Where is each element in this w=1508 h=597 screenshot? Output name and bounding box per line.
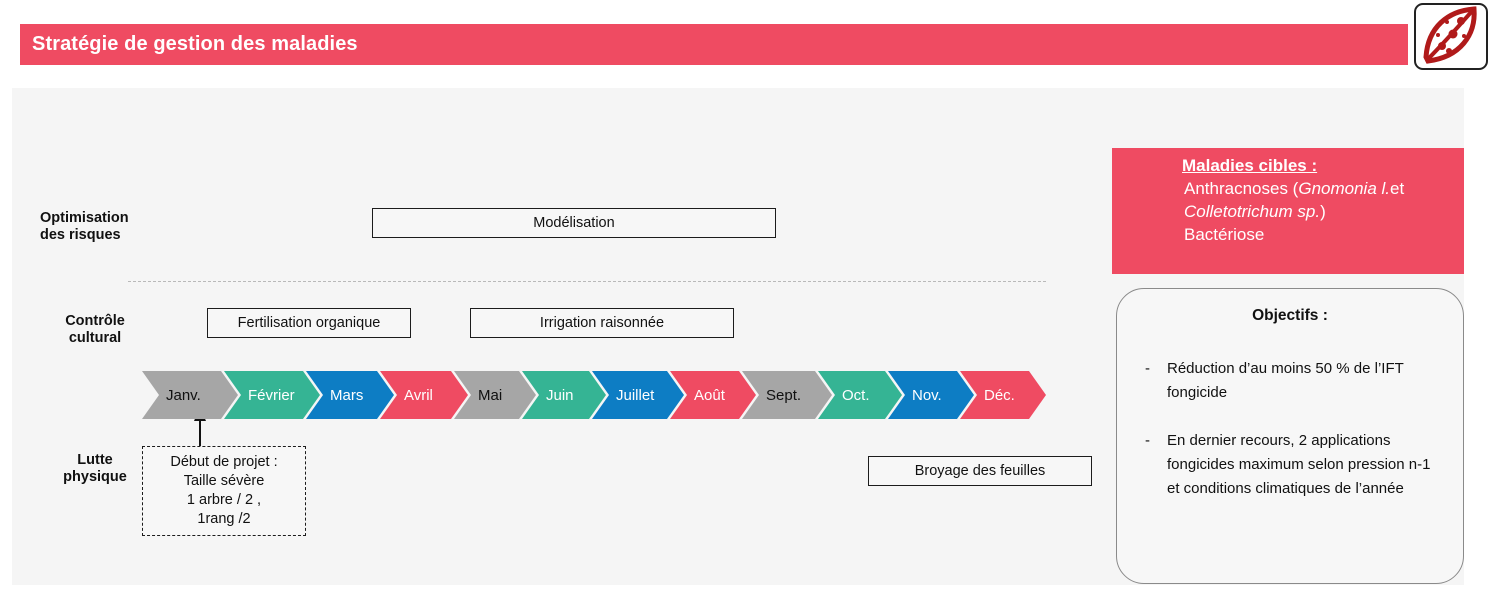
objectif-item-2: - En dernier recours, 2 applications fon… [1145,429,1445,501]
note-line-3: 1 arbre / 2 , [186,492,262,508]
bullet-marker: - [1145,432,1150,449]
month-label: Février [248,386,295,404]
maladies-cibles-title: Maladies cibles : [1182,156,1318,175]
month-label: Nov. [912,386,942,404]
maladies-text-c: ) [1320,202,1326,221]
month-label: Mai [478,386,503,404]
objectifs-panel: Objectifs : - Réduction d’au moins 50 % … [1116,288,1464,584]
walnut-leaf-logo [1414,3,1488,70]
bullet-marker: - [1145,360,1150,377]
month-label: Juillet [616,386,655,404]
box-irrigation-raisonnee[interactable]: Irrigation raisonnée [470,308,734,338]
maladies-text-a: Anthracnoses ( [1184,179,1299,198]
objectif-text-1: Réduction d’au moins 50 % de l’IFT fongi… [1167,360,1404,401]
note-line-2: Taille sévère [183,473,265,489]
maladies-text-b: et [1390,179,1405,198]
month-label: Août [694,386,725,404]
month-chevron-fvrier[interactable]: Février [224,371,320,419]
month-label: Déc. [984,386,1015,404]
section-separator [128,281,1046,282]
note-line-1: Début de projet : [170,454,278,470]
month-label: Janv. [166,386,201,404]
month-chevron-mars[interactable]: Mars [306,371,394,419]
note-line-4: 1rang /2 [197,511,251,527]
month-label: Oct. [842,386,870,404]
month-chevron-oct[interactable]: Oct. [818,371,902,419]
note-debut-de-projet: Début de projet : Taille sévère 1 arbre … [142,446,306,536]
row-label-optimisation: Optimisation des risques [40,210,129,243]
row-label-lutte-physique: Lutte physique [63,452,127,485]
title-banner: Stratégie de gestion des maladies [20,24,1408,65]
month-label: Juin [546,386,574,404]
month-timeline: Janv. Février Mars Avril Mai Juin Juillet Août S… [142,371,1032,419]
month-label: Avril [404,386,433,404]
objectif-item-1: - Réduction d’au moins 50 % de l’IFT fon… [1145,357,1445,405]
maladies-line-anthracnoses: Anthracnoses (Gnomonia l.et [1184,177,1464,200]
maladies-line-bacteriose: Bactériose [1184,225,1265,244]
maladies-line-colletotrichum: Colletotrichum sp.) [1184,200,1464,223]
month-chevron-juillet[interactable]: Juillet [592,371,684,419]
page-title: Stratégie de gestion des maladies [32,33,358,55]
box-modelisation[interactable]: Modélisation [372,208,776,238]
month-label: Sept. [766,386,802,404]
maladies-species-2: Colletotrichum sp. [1184,202,1321,221]
month-label: Mars [330,386,364,404]
box-broyage-des-feuilles[interactable]: Broyage des feuilles [868,456,1092,486]
maladies-cibles-panel: Maladies cibles : Anthracnoses (Gnomonia… [1112,148,1464,274]
objectifs-title: Objectifs : [1252,307,1328,324]
box-fertilisation-organique[interactable]: Fertilisation organique [207,308,411,338]
objectif-text-2: En dernier recours, 2 applications fongi… [1167,432,1431,497]
maladies-species-1: Gnomonia l. [1298,179,1391,198]
row-label-controle-cultural: Contrôle cultural [65,313,125,346]
month-chevron-janv[interactable]: Janv. [142,371,238,419]
leaf-icon [1423,6,1477,64]
